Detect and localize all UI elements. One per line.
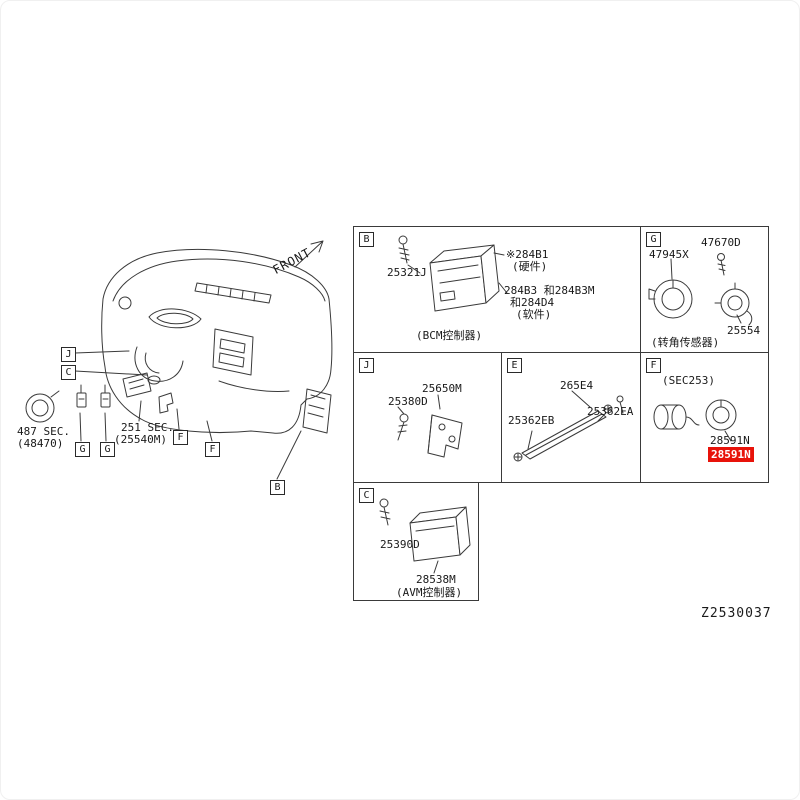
cell-j-part-art [354,353,501,482]
part-number-28538m: 28538M [416,573,456,586]
part-number-28591n-highlighted: 28591N [708,447,754,462]
grid-cell-b: B 25321J ※284B1 (硬件) 284B3 和284B3M 和284D… [353,226,641,353]
cell-c-caption: (AVM控制器) [396,586,463,599]
cell-g-letter: G [646,232,661,247]
grid-cell-j: J 25380D 25650M [353,352,502,483]
callout-box-f2: F [205,442,220,457]
sec-487-label-line2: (48470) [17,437,64,450]
grid-cell-f: F (SEC253) 28591N 28591N [640,352,769,483]
callout-box-g1: G [75,442,90,457]
grid-cell-e: E 265E4 25362EB 25362EA [501,352,641,483]
callout-box-c: C [61,365,76,380]
sec-251-label-line1: 251 SEC. [121,421,174,434]
part-number-284b3-line1: 284B3 和284B3M [504,284,595,297]
sec-487-label-line1: 487 SEC. [17,425,70,438]
cell-c-part-art [354,483,478,600]
part-number-284b3-line2: 和284D4 [510,296,555,309]
callout-box-g2: G [100,442,115,457]
callout-box-j: J [61,347,76,362]
cell-j-letter: J [359,358,374,373]
cell-b-part-art [354,227,640,352]
part-number-25362ea: 25362EA [587,405,634,418]
cell-g-part-art [641,227,768,352]
part-number-28591n: 28591N [710,434,750,447]
part-284b1-note: (硬件) [512,260,548,273]
cell-f-letter: F [646,358,661,373]
part-number-265e4: 265E4 [560,379,594,392]
part-number-25650m: 25650M [422,382,462,395]
cell-e-letter: E [507,358,522,373]
part-number-25390d: 25390D [380,538,420,551]
part-284b3-note: (软件) [516,308,552,321]
callout-box-b: B [270,480,285,495]
cell-b-caption: (BCM控制器) [416,329,483,342]
sec253-note: (SEC253) [662,374,715,387]
grid-cell-c: C 25390D 28538M (AVM控制器) [353,482,479,601]
part-number-25380d: 25380D [388,395,428,408]
part-number-25362eb: 25362EB [508,414,555,427]
cell-c-letter: C [359,488,374,503]
part-number-25554: 25554 [727,324,761,337]
grid-cell-g: G 47945X 47670D 25554 (转角传感器) [640,226,769,353]
cell-e-part-art [502,353,640,482]
cell-b-letter: B [359,232,374,247]
cell-f-part-art [641,353,768,482]
cell-g-caption: (转角传感器) [651,336,720,349]
part-number-47670d: 47670D [701,236,741,249]
part-number-25321j: 25321J [387,266,427,279]
part-number-284b1: ※284B1 [506,248,549,261]
figure-code: Z2530037 [701,606,772,621]
sec-251-label-line2: (25540M) [114,433,167,446]
part-number-47945x: 47945X [649,248,689,261]
callout-box-f1: F [173,430,188,445]
